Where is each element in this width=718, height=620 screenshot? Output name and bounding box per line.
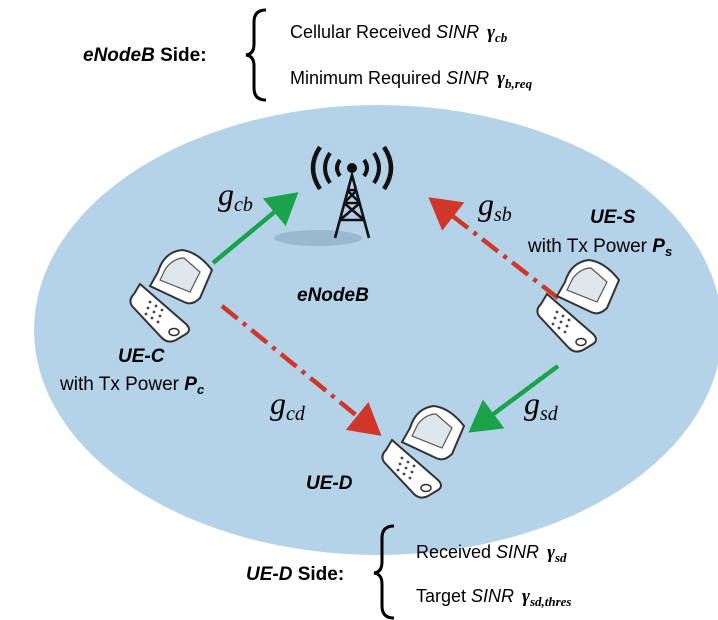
enodeb-tower-icon bbox=[274, 145, 394, 246]
gain-cb-label: gcb bbox=[218, 176, 253, 216]
link-sd-arrow bbox=[468, 364, 560, 433]
link-cd-arrow bbox=[220, 304, 382, 436]
cell-coverage-ellipse bbox=[34, 105, 718, 555]
gain-sd-label: gsd bbox=[524, 385, 559, 425]
enodeb-side-brace bbox=[245, 8, 267, 102]
link-sb-arrow bbox=[428, 197, 560, 300]
ue-s-power: with Tx Power Ps bbox=[527, 236, 672, 259]
enodeb-side-label: eNodeB Side: bbox=[83, 45, 207, 66]
enodeb-label: eNodeB bbox=[297, 285, 369, 306]
ued-side-brace bbox=[373, 524, 395, 620]
ue-c-power: with Tx Power Pc bbox=[59, 374, 205, 397]
gain-sb-label: gsb bbox=[478, 186, 512, 226]
ued-side-label: UE-D Side: bbox=[246, 564, 344, 585]
ue-d-name: UE-D bbox=[306, 473, 353, 494]
ue-s-name: UE-S bbox=[590, 207, 636, 228]
gain-cd-label: gcd bbox=[270, 385, 306, 425]
ue-c-name: UE-C bbox=[118, 346, 165, 367]
link-cb-arrow bbox=[211, 192, 299, 265]
